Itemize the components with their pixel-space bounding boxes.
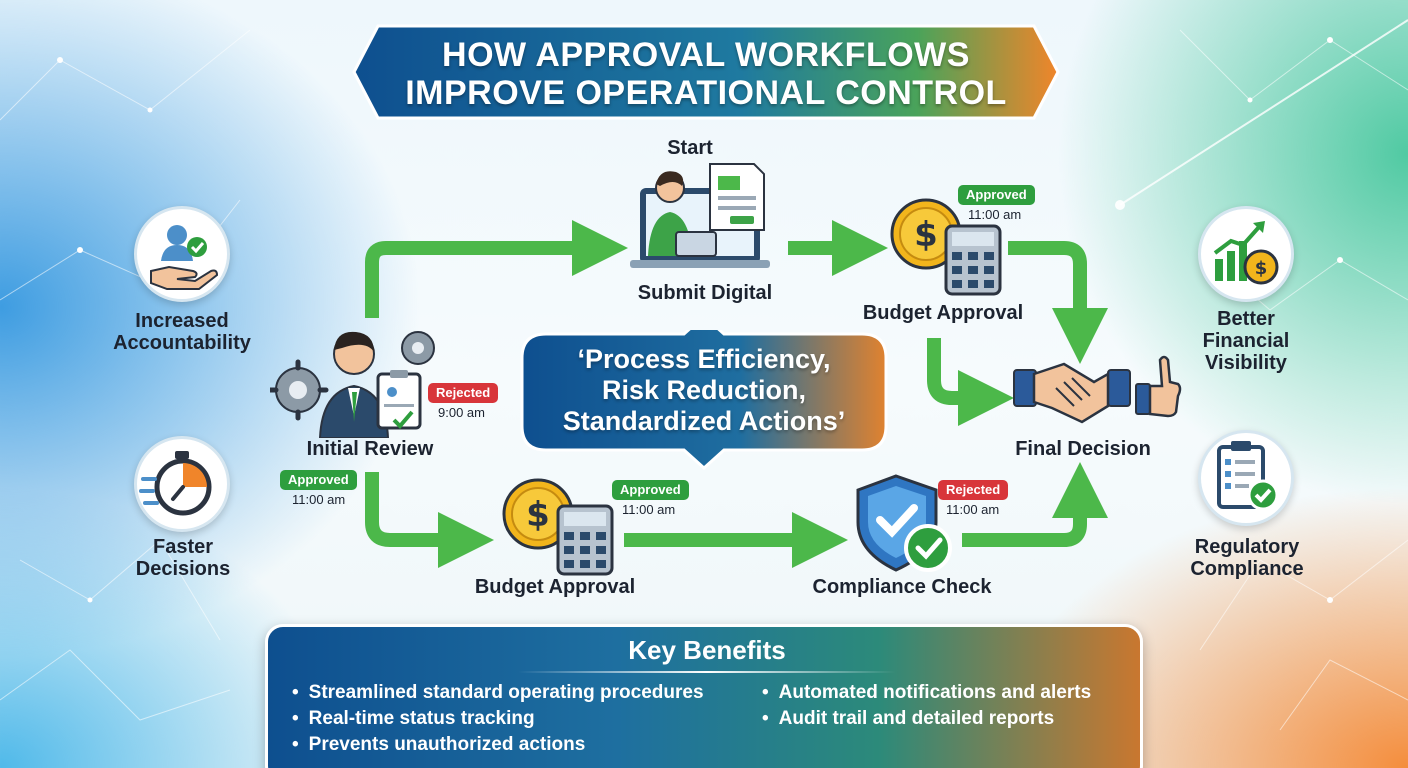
initial-approved-badge: Approved	[280, 470, 357, 490]
financial-line-2: Financial	[1202, 330, 1290, 352]
key-benefits-divider	[518, 671, 896, 673]
compliance-status-badge: Rejected	[938, 480, 1009, 500]
arrow-review-to-submit	[365, 220, 628, 318]
clipboard-check-icon	[1217, 441, 1279, 511]
budget-bottom-time: 11:00 am	[622, 502, 676, 517]
arrow-budget-to-final	[1008, 241, 1108, 364]
financial-icon-circle: $	[1198, 206, 1294, 302]
center-quote-line-3: Standardized Actions’	[562, 406, 846, 436]
start-label: Start	[667, 137, 713, 159]
regulatory-line-2: Compliance	[1190, 558, 1304, 580]
initial-review-label: Initial Review	[306, 438, 434, 460]
regulatory-line-1: Regulatory	[1194, 536, 1300, 558]
accountability-label: Increased Accountability	[106, 310, 258, 354]
laptop-person-icon	[630, 163, 770, 268]
budget-bottom-status-badge: Approved	[612, 480, 689, 500]
shield-check-icon	[856, 474, 952, 572]
svg-text:$: $	[914, 215, 938, 255]
title-banner: HOW APPROVAL WORKFLOWS IMPROVE OPERATION…	[352, 22, 1060, 122]
center-quote-box: ‘Process Efficiency, Risk Reduction, Sta…	[518, 330, 890, 471]
financial-line-1: Better	[1217, 308, 1275, 330]
compliance-check-label: Compliance Check	[812, 576, 992, 598]
budget-bottom-label: Budget Approval	[474, 576, 636, 598]
faster-icon-circle	[134, 436, 230, 532]
final-decision-label: Final Decision	[1015, 438, 1151, 460]
accountability-line-2: Accountability	[113, 332, 251, 354]
faster-decisions-label: Faster Decisions	[120, 536, 246, 580]
benefit-item: Real-time status tracking	[292, 708, 535, 730]
initial-approved-time: 11:00 am	[292, 492, 346, 507]
financial-visibility-label: Better Financial Visibility	[1186, 308, 1306, 374]
title-line-2: IMPROVE OPERATIONAL CONTROL	[405, 74, 1007, 112]
initial-review-status-badge: Rejected	[428, 383, 499, 403]
svg-text:$: $	[526, 495, 550, 535]
budget-top-status-badge: Approved	[958, 185, 1035, 205]
center-quote-line-2: Risk Reduction,	[601, 375, 807, 405]
svg-text:$: $	[1255, 258, 1268, 279]
submit-digital-label: Submit Digital	[637, 282, 773, 304]
center-quote-line-1: ‘Process Efficiency,	[577, 344, 831, 374]
budget-top-icon: $	[890, 198, 1002, 296]
faster-line-2: Decisions	[135, 558, 231, 580]
hand-person-check-icon	[150, 225, 219, 290]
handshake-icon	[1013, 355, 1182, 424]
regulatory-icon-circle	[1198, 430, 1294, 526]
key-benefits-panel: Key Benefits Streamlined standard operat…	[265, 624, 1143, 768]
budget-top-label: Budget Approval	[862, 302, 1024, 324]
benefit-item: Automated notifications and alerts	[762, 682, 1091, 704]
arrow-compliance-to-final	[962, 462, 1108, 547]
budget-top-time: 11:00 am	[968, 207, 1022, 222]
accountability-icon-circle	[134, 206, 230, 302]
initial-review-time: 9:00 am	[438, 405, 485, 420]
benefit-item: Prevents unauthorized actions	[292, 734, 586, 756]
arrow-budget-to-handshake	[927, 338, 1014, 426]
financial-line-3: Visibility	[1205, 352, 1287, 374]
growth-chart-coin-icon: $	[1213, 221, 1279, 285]
compliance-time: 11:00 am	[946, 502, 1000, 517]
arrow-review-to-budget	[365, 472, 494, 568]
stopwatch-icon	[139, 451, 212, 516]
benefit-item: Audit trail and detailed reports	[762, 708, 1055, 730]
reviewer-icon	[270, 331, 435, 438]
title-line-1: HOW APPROVAL WORKFLOWS	[442, 36, 970, 74]
key-benefits-title: Key Benefits	[628, 635, 786, 665]
benefit-item: Streamlined standard operating procedure…	[292, 682, 704, 704]
faster-line-1: Faster	[152, 536, 214, 558]
accountability-line-1: Increased	[135, 310, 229, 332]
budget-bottom-icon: $	[502, 478, 614, 576]
regulatory-compliance-label: Regulatory Compliance	[1178, 536, 1316, 580]
